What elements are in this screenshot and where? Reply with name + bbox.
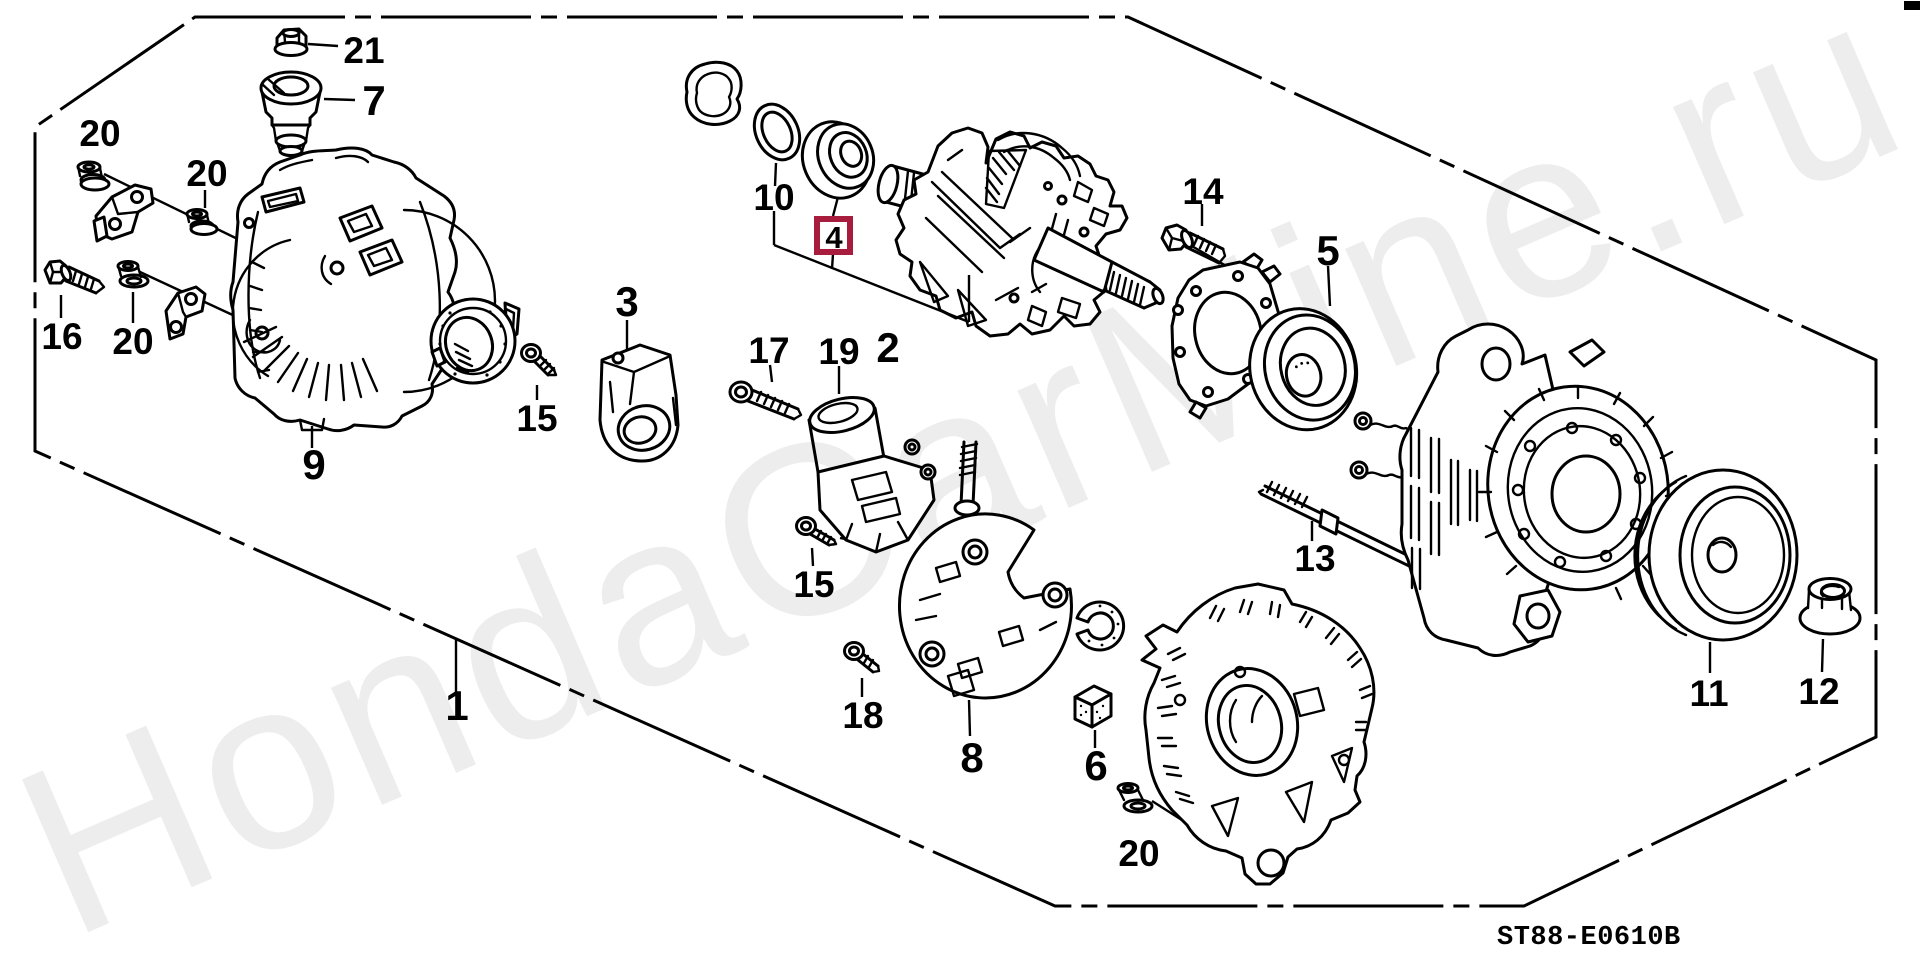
svg-text:17: 17: [748, 330, 789, 371]
svg-text:6: 6: [1084, 742, 1107, 789]
svg-text:15: 15: [516, 398, 557, 439]
svg-text:5: 5: [1316, 227, 1339, 274]
svg-text:15: 15: [793, 564, 834, 605]
svg-text:3: 3: [615, 278, 638, 325]
svg-text:9: 9: [302, 441, 325, 488]
svg-text:4: 4: [825, 220, 843, 255]
svg-text:8: 8: [960, 734, 983, 781]
svg-text:ST88-E0610B: ST88-E0610B: [1497, 923, 1681, 953]
svg-text:1: 1: [445, 682, 468, 729]
svg-text:16: 16: [41, 316, 82, 357]
svg-text:20: 20: [186, 153, 227, 194]
svg-text:13: 13: [1294, 538, 1335, 579]
svg-text:10: 10: [753, 177, 794, 218]
svg-text:14: 14: [1182, 171, 1224, 212]
svg-text:18: 18: [842, 695, 883, 736]
svg-text:20: 20: [79, 113, 120, 154]
svg-text:21: 21: [343, 30, 384, 71]
svg-text:19: 19: [818, 331, 859, 372]
svg-text:11: 11: [1689, 673, 1728, 714]
svg-text:2: 2: [876, 324, 899, 371]
svg-text:20: 20: [112, 321, 153, 362]
svg-text:12: 12: [1798, 671, 1839, 712]
svg-text:7: 7: [362, 77, 385, 124]
svg-text:20: 20: [1118, 833, 1159, 874]
